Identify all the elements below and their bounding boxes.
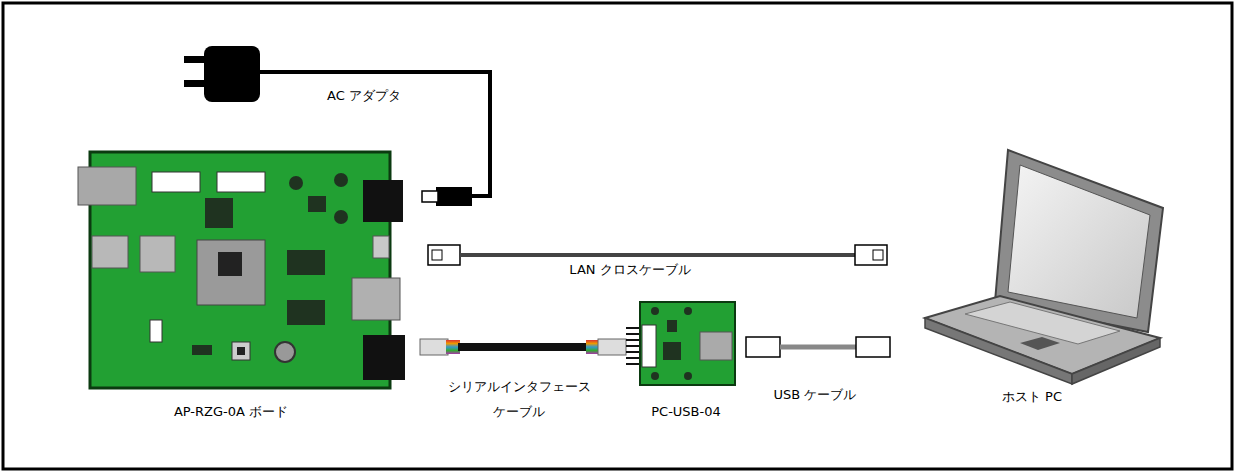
- frame: [3, 3, 1232, 469]
- ac-adapter: [184, 46, 490, 206]
- usb-cable: [746, 337, 890, 357]
- host-pc-laptop: [925, 150, 1163, 384]
- ap-rzg-board: [78, 152, 405, 388]
- pc-label: ホスト PC: [1002, 389, 1062, 405]
- cable-label: LAN クロスケーブル: [569, 262, 690, 278]
- converter-label: PC-USB-04: [651, 404, 721, 420]
- cable-label: シリアルインタフェース ケーブル: [443, 374, 595, 424]
- serial-cable: [420, 339, 626, 355]
- cable-label: USB ケーブル: [774, 387, 857, 403]
- board-label: AP-RZG-0A ボード: [174, 404, 288, 420]
- pc-usb-04-board: [626, 302, 735, 385]
- adapter-label: AC アダプタ: [327, 88, 401, 104]
